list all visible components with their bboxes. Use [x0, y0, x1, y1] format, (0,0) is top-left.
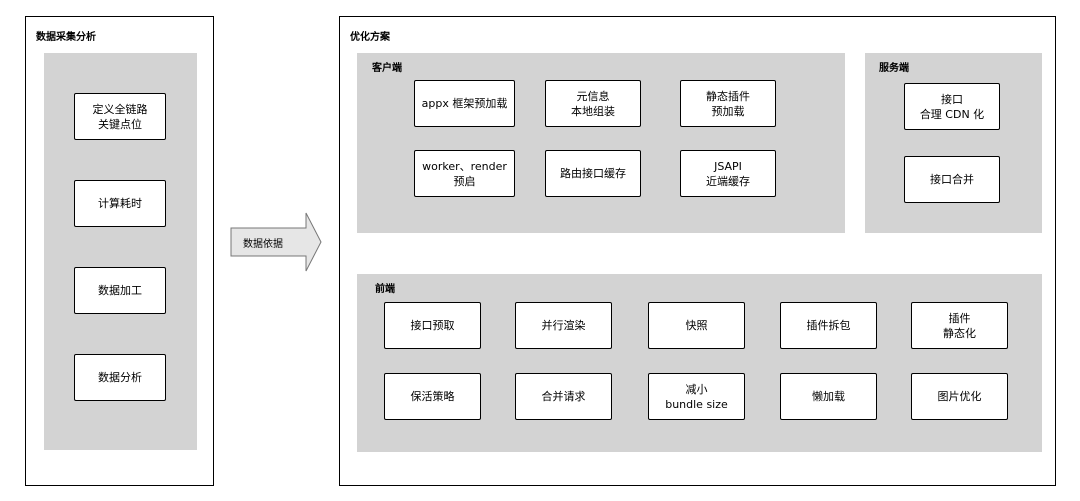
- client-item: 路由接口缓存: [545, 150, 641, 197]
- client-item: JSAPI 近端缓存: [680, 150, 776, 197]
- frontend-item: 接口预取: [384, 302, 481, 349]
- frontend-item: 图片优化: [911, 373, 1008, 420]
- client-item: worker、render 预启: [414, 150, 515, 197]
- frontend-item: 插件 静态化: [911, 302, 1008, 349]
- frontend-item: 并行渲染: [515, 302, 612, 349]
- server-panel: 服务端 接口 合理 CDN 化 接口合并: [865, 53, 1042, 233]
- data-collection-frame: 数据采集分析 定义全链路 关键点位 计算耗时 数据加工 数据分析: [25, 16, 214, 486]
- client-panel: 客户端 appx 框架预加载 元信息 本地组装 静态插件 预加载 worker、…: [357, 53, 845, 233]
- data-collection-panel: 定义全链路 关键点位 计算耗时 数据加工 数据分析: [44, 53, 197, 450]
- server-item: 接口合并: [904, 156, 1000, 203]
- frontend-item: 保活策略: [384, 373, 481, 420]
- data-basis-label: 数据依据: [243, 239, 283, 250]
- frontend-panel: 前端 接口预取 并行渲染 快照 插件拆包 插件 静态化 保活策略 合并请求 减小…: [357, 274, 1042, 452]
- frontend-item: 减小 bundle size: [648, 373, 745, 420]
- client-title: 客户端: [372, 63, 402, 74]
- frontend-item: 插件拆包: [780, 302, 877, 349]
- client-item: appx 框架预加载: [414, 80, 515, 127]
- step-box: 数据加工: [74, 267, 166, 314]
- server-item: 接口 合理 CDN 化: [904, 83, 1000, 130]
- client-item: 元信息 本地组装: [545, 80, 641, 127]
- frontend-title: 前端: [375, 284, 395, 295]
- frontend-item: 合并请求: [515, 373, 612, 420]
- frontend-item: 懒加载: [780, 373, 877, 420]
- data-basis-arrow: [230, 212, 322, 272]
- frontend-item: 快照: [648, 302, 745, 349]
- client-item: 静态插件 预加载: [680, 80, 776, 127]
- step-box: 计算耗时: [74, 180, 166, 227]
- server-title: 服务端: [879, 63, 909, 74]
- step-box: 定义全链路 关键点位: [74, 93, 166, 140]
- data-collection-title: 数据采集分析: [36, 32, 96, 43]
- optimization-frame: 优化方案 客户端 appx 框架预加载 元信息 本地组装 静态插件 预加载 wo…: [339, 16, 1056, 486]
- step-box: 数据分析: [74, 354, 166, 401]
- optimization-title: 优化方案: [350, 32, 390, 43]
